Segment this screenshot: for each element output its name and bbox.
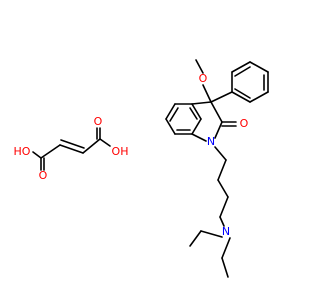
bond (231, 61, 251, 73)
bond (221, 257, 229, 278)
phenyl-ring (210, 61, 269, 103)
fumaric-acid (32, 127, 111, 171)
bond (189, 230, 202, 247)
bond (210, 91, 233, 103)
bond (221, 237, 231, 259)
bond (195, 59, 204, 74)
bond (191, 133, 207, 142)
bond (219, 216, 225, 227)
bond (165, 103, 176, 120)
bond (210, 101, 223, 123)
fumaric-carbonyl-oxygen-label: O (94, 115, 103, 128)
ring-nitrogen-label: N (207, 135, 215, 148)
molecule-canvas: HO O O OH O O N N (14, 59, 269, 278)
bond (40, 144, 61, 159)
fumaric-hydroxyl-label: OH (112, 145, 129, 158)
propyl-chain (214, 146, 229, 227)
bond (59, 144, 84, 154)
bond (219, 196, 229, 218)
bond (249, 61, 269, 73)
fumaric-carbonyl-oxygen-label: O (39, 169, 48, 182)
bond (217, 159, 227, 181)
diethyl-groups (189, 230, 231, 278)
bond (99, 138, 111, 147)
bond (202, 84, 212, 103)
bond (32, 151, 42, 159)
bond (165, 118, 176, 135)
bond (189, 107, 198, 120)
bond (82, 138, 101, 154)
bond (249, 91, 269, 103)
benzo-ring (165, 103, 202, 135)
bond (169, 107, 179, 122)
bond (234, 88, 251, 99)
carbonyl-oxygen-label: O (240, 117, 249, 130)
bond (60, 139, 85, 149)
amine-nitrogen-label: N (222, 225, 230, 238)
bond (217, 179, 229, 198)
bond (191, 118, 202, 135)
bond (200, 230, 223, 238)
methoxy-group (195, 59, 212, 103)
methoxy-oxygen-label: O (199, 72, 208, 85)
bond (231, 91, 251, 103)
bond (191, 101, 212, 105)
fumaric-hydroxyl-label: HO (14, 145, 31, 158)
bond (191, 103, 202, 120)
bond (214, 146, 227, 161)
bond (234, 66, 251, 77)
bond (214, 121, 223, 139)
lactam-ring (191, 101, 237, 142)
structure-diagram: HO O O OH O O N N (14, 59, 269, 278)
